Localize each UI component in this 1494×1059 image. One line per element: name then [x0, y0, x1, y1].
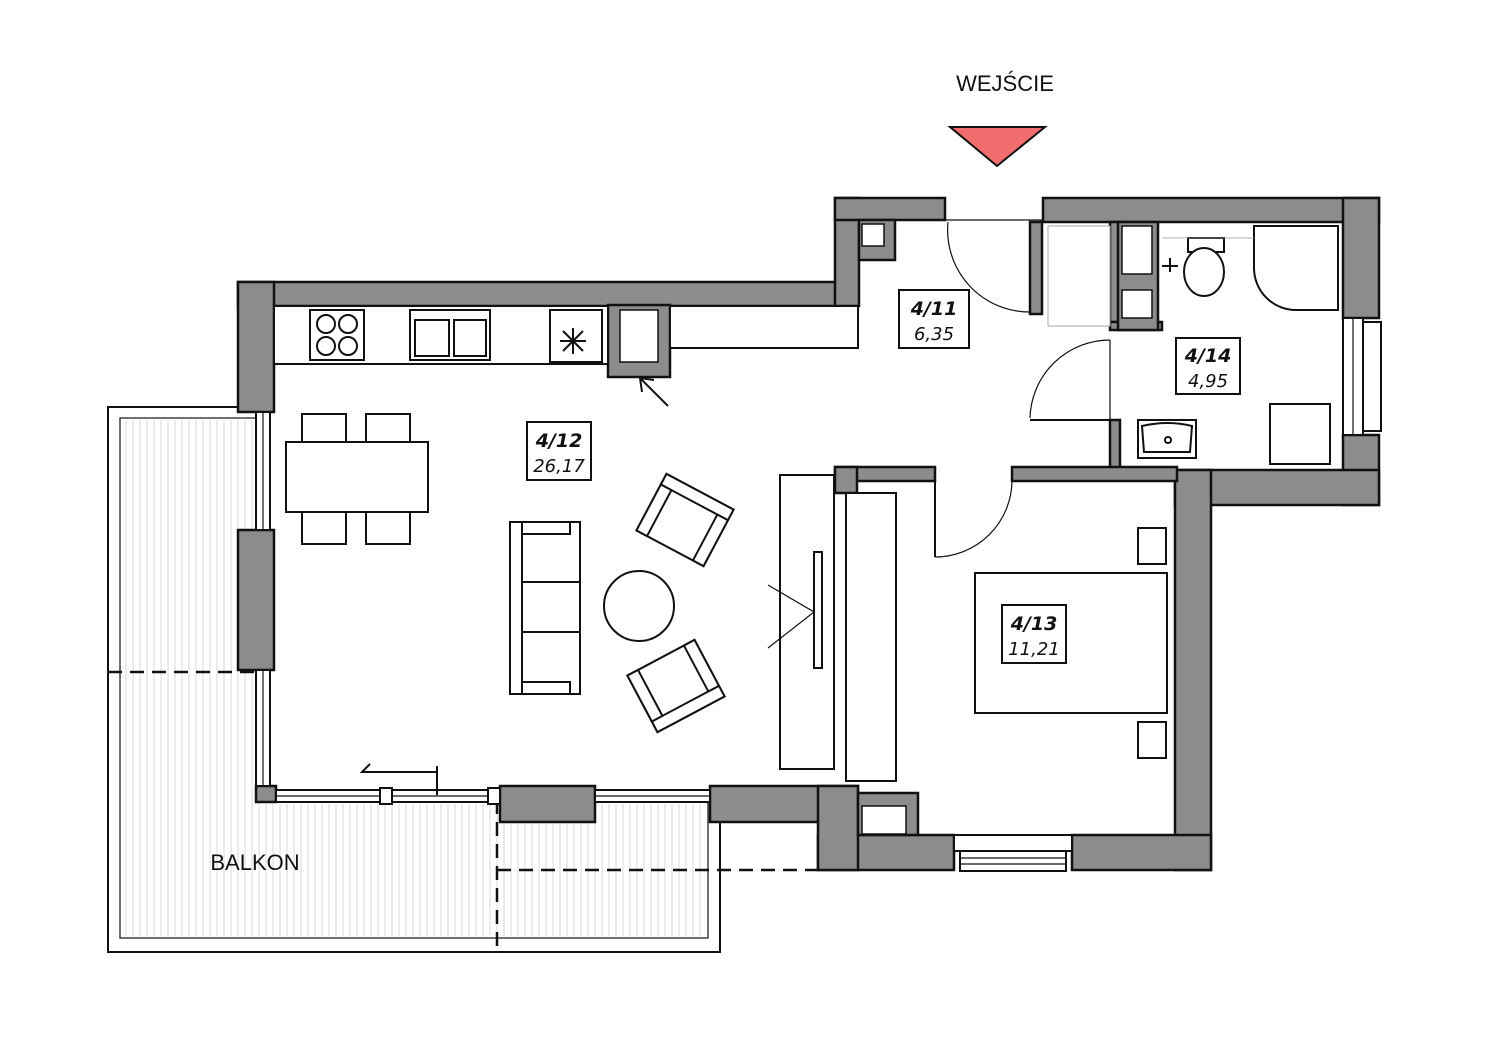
armchair	[635, 472, 735, 568]
wall	[1070, 833, 1213, 872]
room-area: 6,35	[914, 324, 954, 345]
room-id: 4/14	[1184, 345, 1232, 367]
tv-cabinet	[779, 474, 835, 770]
room-label-4-12: 4/12 26,17	[526, 421, 592, 481]
wall	[1108, 418, 1122, 474]
entrance-arrow-icon	[947, 126, 1048, 168]
room-label-4-11: 4/11 6,35	[898, 289, 970, 349]
wall	[833, 465, 859, 495]
wall	[1010, 465, 1179, 483]
nightstand	[1137, 721, 1167, 759]
entrance-label: WEJŚCIE	[956, 71, 1054, 96]
room-id: 4/12	[535, 430, 583, 452]
kitchen-counter	[669, 305, 859, 349]
nightstand	[1137, 527, 1167, 565]
room-id: 4/11	[910, 298, 958, 320]
kitchen	[273, 305, 859, 407]
washing-machine	[1269, 403, 1331, 465]
fridge-icon	[549, 309, 603, 363]
door-swing	[947, 221, 1031, 313]
entrance-marker: WEJŚCIE	[947, 71, 1054, 168]
washbasin-icon	[1137, 419, 1197, 459]
niche	[861, 805, 907, 835]
wall	[833, 196, 947, 222]
wall	[498, 784, 597, 824]
balcony-label: BALKON	[210, 850, 299, 875]
room-label-4-14: 4/14 4,95	[1175, 337, 1241, 395]
balcony-decking	[125, 420, 701, 936]
shaft	[861, 223, 885, 247]
chimney	[619, 309, 659, 363]
tv-icon	[813, 551, 823, 669]
wall	[236, 528, 276, 672]
room-area: 4,95	[1188, 371, 1228, 392]
wall	[1028, 220, 1044, 316]
dining-table	[285, 441, 429, 513]
bathroom-niche	[1047, 225, 1111, 327]
door-swing	[934, 480, 1013, 558]
shower-icon	[1253, 225, 1339, 311]
wall	[1041, 196, 1381, 224]
shaft	[1121, 225, 1153, 275]
sofa	[509, 521, 581, 695]
wall	[1341, 196, 1381, 320]
room-area: 26,17	[533, 456, 585, 477]
wardrobe	[845, 492, 897, 782]
wall	[254, 784, 278, 804]
living-set	[509, 472, 835, 770]
door-swing	[1029, 339, 1111, 419]
room-area: 11,21	[1008, 639, 1060, 660]
balcony: BALKON	[107, 406, 820, 953]
coffee-table	[603, 570, 675, 642]
vent-arrow-icon	[639, 377, 669, 407]
room-id: 4/13	[1010, 613, 1058, 635]
window	[953, 834, 1073, 852]
wall	[816, 784, 860, 872]
doors	[359, 219, 1111, 795]
bathroom-set	[1047, 225, 1339, 465]
wall	[236, 280, 276, 414]
wall	[236, 280, 860, 308]
sliding-door-arrow-icon	[359, 763, 437, 773]
wall	[1173, 468, 1213, 872]
shaft	[1121, 289, 1153, 319]
room-label-4-13: 4/13 11,21	[1001, 604, 1067, 664]
hob-icon	[309, 309, 365, 361]
windows	[255, 317, 1382, 872]
walls	[236, 196, 1381, 872]
armchair	[626, 638, 726, 734]
dining-set	[285, 413, 429, 545]
